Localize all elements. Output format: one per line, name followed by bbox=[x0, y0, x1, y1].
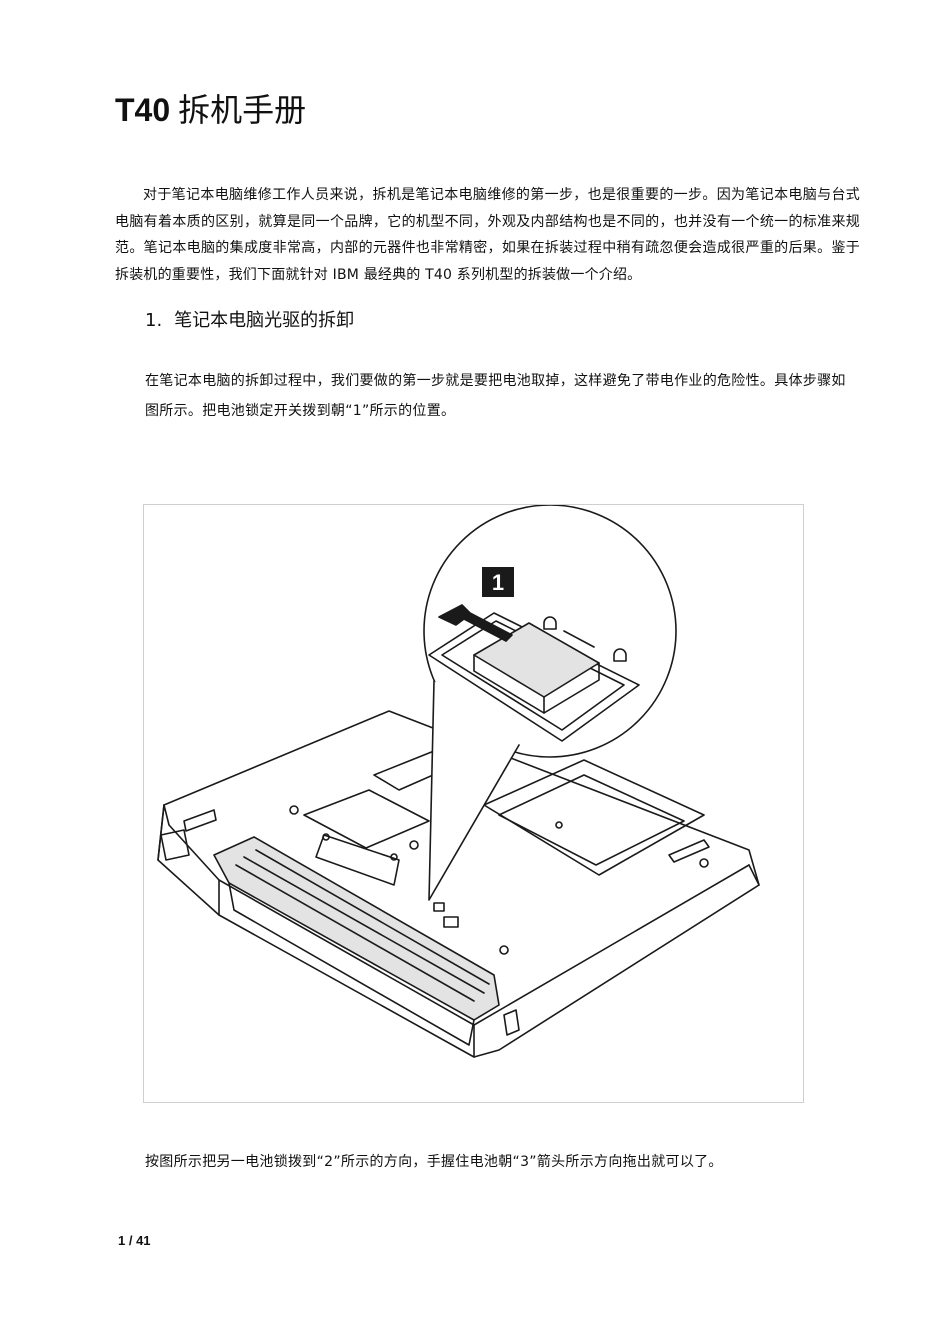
laptop-battery-latch-illustration: 1 bbox=[157, 505, 760, 1058]
figure-step-label: 1 bbox=[492, 570, 504, 595]
page-number: 1 / 41 bbox=[118, 1233, 151, 1248]
section-number: 1. bbox=[145, 310, 163, 331]
step-instruction: 在笔记本电脑的拆卸过程中，我们要做的第一步就是要把电池取掉，这样避免了带电作业的… bbox=[145, 373, 846, 419]
title-model-code: T40 bbox=[115, 92, 171, 128]
section-heading: 1. 笔记本电脑光驱的拆卸 bbox=[145, 307, 354, 335]
intro-paragraph: 对于笔记本电脑维修工作人员来说，拆机是笔记本电脑维修的第一步，也是很重要的一步。… bbox=[115, 187, 860, 283]
section-title: 笔记本电脑光驱的拆卸 bbox=[174, 310, 355, 331]
battery-removal-figure: 1 bbox=[143, 504, 804, 1103]
title-text: 拆机手册 bbox=[178, 91, 307, 129]
after-figure-instruction: 按图所示把另一电池锁拨到“2”所示的方向，手握住电池朝“3”箭头所示方向拖出就可… bbox=[145, 1154, 723, 1170]
